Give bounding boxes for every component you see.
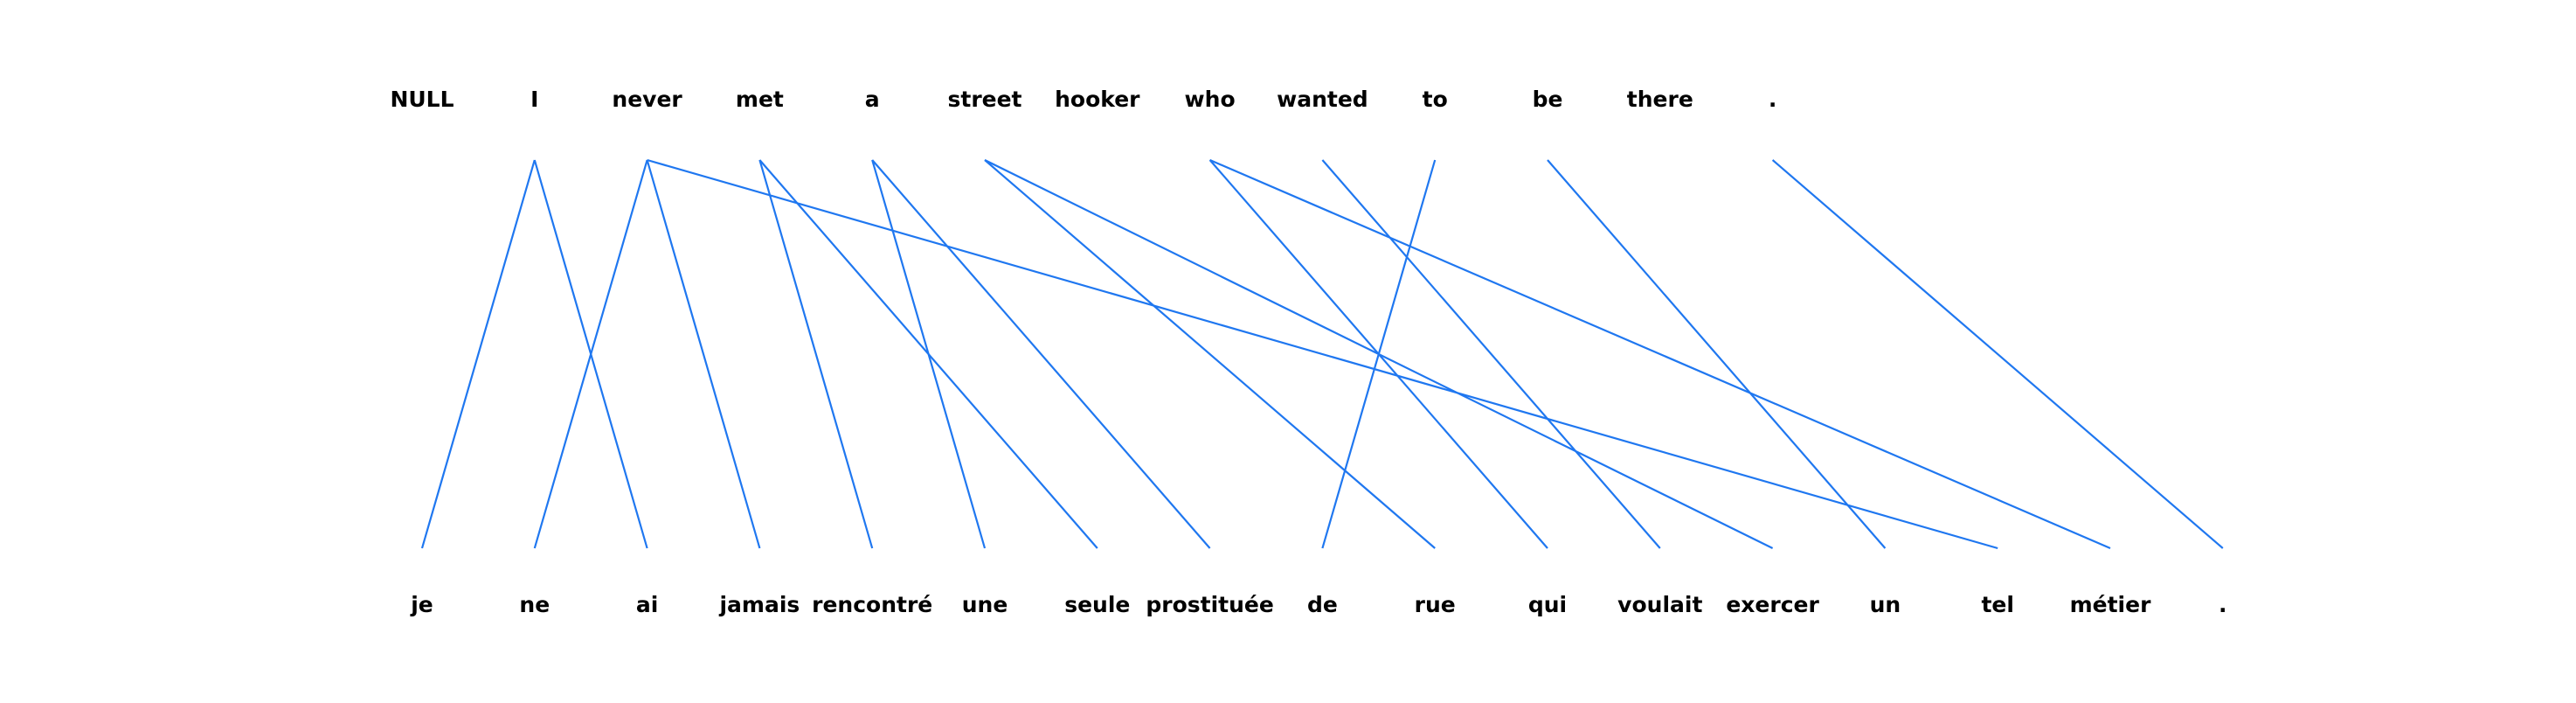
source-token-8: wanted: [1277, 87, 1368, 112]
alignment-link: [1547, 159, 1887, 549]
target-token-0: je: [411, 592, 433, 617]
target-token-5: une: [961, 592, 1008, 617]
target-token-15: métier: [2069, 592, 2151, 617]
target-token-3: jamais: [719, 592, 800, 617]
target-token-2: ai: [635, 592, 659, 617]
source-token-1: I: [530, 87, 539, 112]
alignment-link: [758, 159, 874, 549]
target-token-11: voulait: [1617, 592, 1703, 617]
source-token-12: .: [1768, 87, 1777, 112]
alignment-link: [533, 159, 648, 549]
target-token-6: seule: [1064, 592, 1131, 617]
alignment-link: [646, 159, 761, 549]
target-token-9: rue: [1414, 592, 1456, 617]
target-token-4: rencontré: [812, 592, 933, 617]
source-token-5: street: [947, 87, 1022, 112]
source-token-9: to: [1422, 87, 1448, 112]
alignment-link: [420, 159, 536, 549]
alignment-link: [1321, 159, 1661, 549]
source-token-7: who: [1184, 87, 1236, 112]
alignment-link: [1209, 158, 2111, 550]
target-token-7: prostituée: [1146, 592, 1274, 617]
target-token-8: de: [1306, 592, 1338, 617]
alignment-link: [984, 159, 1436, 549]
source-token-3: met: [735, 87, 784, 112]
alignment-link: [871, 159, 1211, 549]
alignment-link: [647, 158, 1998, 550]
source-token-4: a: [864, 87, 880, 112]
target-token-13: un: [1869, 592, 1901, 617]
source-token-10: be: [1532, 87, 1563, 112]
target-token-16: .: [2219, 592, 2227, 617]
alignment-link: [871, 159, 987, 549]
target-token-12: exercer: [1726, 592, 1819, 617]
source-token-6: hooker: [1055, 87, 1140, 112]
target-token-10: qui: [1527, 592, 1568, 617]
source-token-2: never: [612, 87, 682, 112]
target-token-1: ne: [519, 592, 551, 617]
alignment-link: [1771, 159, 2224, 549]
alignment-link: [1321, 159, 1437, 549]
source-token-11: there: [1626, 87, 1693, 112]
source-token-0: NULL: [390, 87, 454, 112]
target-token-14: tel: [1981, 592, 2014, 617]
